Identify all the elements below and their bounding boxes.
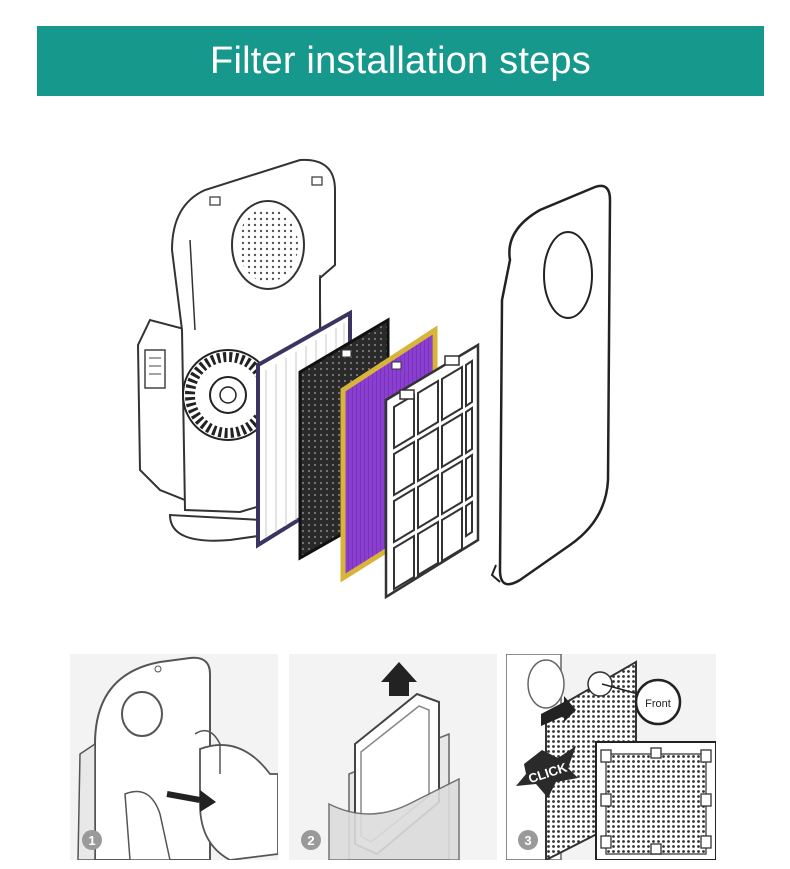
step-2-panel: 2 (289, 654, 497, 860)
front-label: Front (645, 698, 671, 710)
step-1-illustration (77, 656, 278, 860)
title-banner: Filter installation steps (37, 26, 764, 96)
step-2-illustration (328, 662, 460, 860)
front-cover (490, 184, 612, 586)
step-1-number: 1 (82, 830, 102, 850)
pre-filter-mesh (384, 342, 480, 600)
step-1-panel: 1 (70, 654, 278, 860)
step-2-number: 2 (301, 830, 321, 850)
step-3-number: 3 (518, 830, 538, 850)
step-3-panel: CLICK Front 3 (506, 654, 716, 860)
top-grille (209, 176, 323, 290)
purifier-body (136, 318, 267, 542)
exploded-filter-diagram (136, 158, 612, 600)
step-3-illustration: CLICK Front (506, 654, 716, 860)
page-title: Filter installation steps (210, 39, 591, 82)
